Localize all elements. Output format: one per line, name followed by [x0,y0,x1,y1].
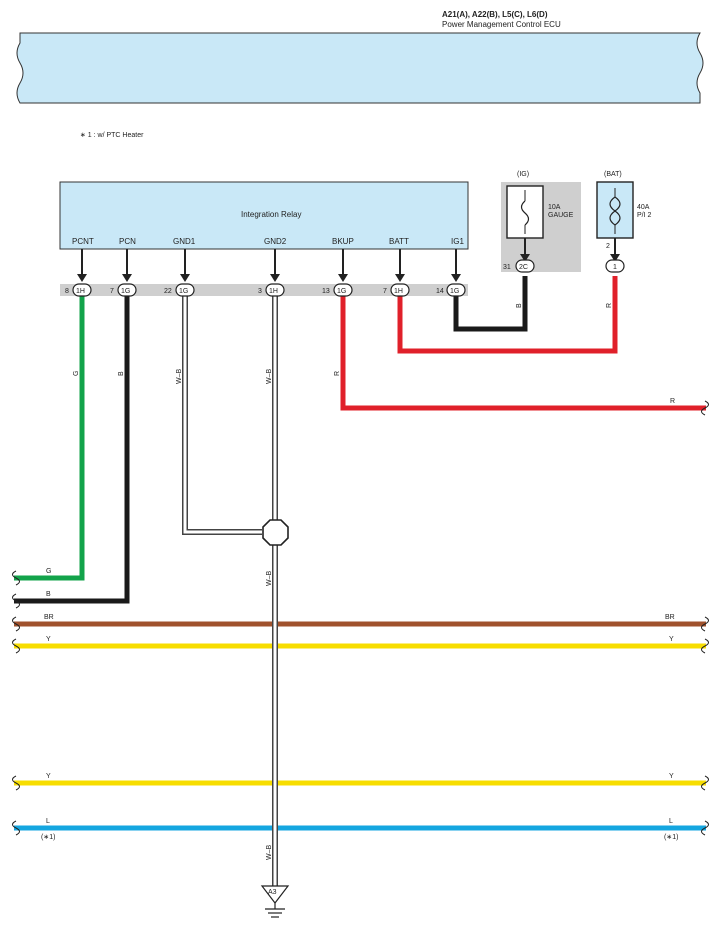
pin-number-gnd1: 22 [164,288,172,295]
splice-point [262,519,289,546]
wire-white-black-gnd1 [182,296,262,535]
bat-fuse-circuit: (BAT) [604,171,622,178]
pin-name-batt: BATT [389,237,409,246]
connector-batt: 1H [394,288,403,295]
ground-icon [265,903,285,918]
pin-name-gnd2: GND2 [264,237,287,246]
ecu-component-name: Power Management Control ECU [442,20,561,29]
bus-label-b: B [46,591,51,598]
connector-gnd1: 1G [179,288,188,295]
pin-name-pcn: PCN [119,237,136,246]
wire-green-pcnt [14,296,85,581]
ig-fuse-rating: 10A [548,204,561,211]
bat-fuse-name: P/I 2 [637,212,652,219]
connector-strip [60,284,468,296]
pin-name-ig1: IG1 [451,237,464,246]
wire-red-bat-to-batt [397,276,618,354]
ig-fuse-connector: 2C [519,264,528,271]
bus-label-l-left: L [46,818,50,825]
bus-label-y1-left: Y [46,636,51,643]
pin-number-batt: 7 [383,288,387,295]
wire-black-pcn [14,296,130,604]
pin-number-ig1: 14 [436,288,444,295]
bat-fuse-icon [609,196,621,226]
integration-relay-box [59,181,469,250]
pin-number-bkup: 13 [322,288,330,295]
pin-arrows [77,274,461,282]
ig-fuse-icon [520,200,530,226]
wire-label-ground-lower: W–B [266,845,273,861]
bus-label-y2-left: Y [46,773,51,780]
wire-label-pcn: B [118,371,125,376]
ecu-connector-codes: A21(A), A22(B), L5(C), L6(D) [442,10,548,19]
pin-number-gnd2: 3 [258,288,262,295]
connector-ig1: 1G [450,288,459,295]
ig-fuse-connector-oval [515,259,535,273]
bus-label-g: G [46,568,51,575]
bus-label-y1-right: Y [669,636,674,643]
connector-pcnt: 1H [76,288,85,295]
pin-name-bkup: BKUP [332,237,354,246]
pin-connectors [72,283,466,297]
bat-fuse-connector: 1 [613,264,617,271]
ig-fuse-name: GAUGE [548,212,574,219]
bat-fuse-pin: 2 [606,243,610,250]
bus-label-y2-right: Y [669,773,674,780]
bus-note-l-left: (∗1) [41,834,55,841]
wire-label-bkup: R [334,371,341,376]
footnote: ∗ 1 : w/ PTC Heater [80,132,144,139]
integration-relay-title: Integration Relay [241,210,301,219]
ground-point-marker [260,885,290,904]
ig-fuse-arrow [520,254,530,262]
ecu-block [16,32,704,104]
connector-pcn: 1G [121,288,130,295]
bat-fuse-rating: 40A [637,204,650,211]
wire-label-gnd1: W–B [176,369,183,385]
connector-gnd2: 1H [269,288,278,295]
wire-label-bkup-out: R [670,398,675,405]
pin-name-gnd1: GND1 [173,237,196,246]
ground-point-label: A3 [268,889,277,896]
bus-note-l-right: (∗1) [664,834,678,841]
wire-label-gnd2: W–B [266,369,273,385]
wire-red-bkup [340,296,706,411]
bat-fuse-connector-oval [605,259,625,273]
bus-label-br-right: BR [665,614,675,621]
bat-fuse-arrow [610,254,620,262]
pin-name-pcnt: PCNT [72,237,94,246]
pin-number-pcn: 7 [110,288,114,295]
ig-fuse-circuit: (IG) [517,171,529,178]
bus-label-l-right: L [669,818,673,825]
bus-label-br-left: BR [44,614,54,621]
pin-number-pcnt: 8 [65,288,69,295]
wire-black-ig-to-ig1 [453,276,528,332]
wire-label-ig-to-ig1: B [516,303,523,308]
connector-bkup: 1G [337,288,346,295]
ig-fuse-pin: 31 [503,264,511,271]
wire-label-pcnt: G [73,371,80,376]
wire-label-ground-main: W–B [266,571,273,587]
wire-label-bat-to-batt: R [606,303,613,308]
wire-break-markers [12,400,709,836]
